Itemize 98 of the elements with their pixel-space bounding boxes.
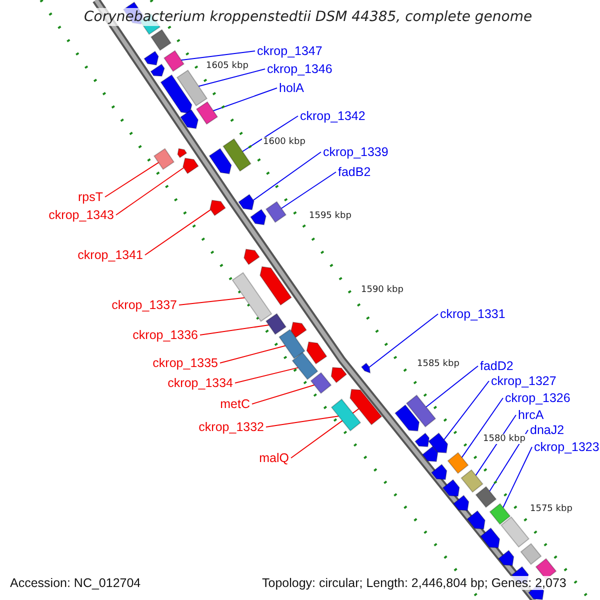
gene-block bbox=[177, 148, 188, 158]
gene-box bbox=[163, 50, 185, 72]
gene-block bbox=[442, 478, 460, 497]
gene-box bbox=[196, 101, 218, 125]
gene-box bbox=[153, 148, 175, 170]
gene-block bbox=[250, 208, 266, 226]
scale-label: 1585 kbp bbox=[416, 359, 460, 369]
gene-block bbox=[428, 432, 448, 454]
gene-label: ckrop_1342 bbox=[300, 109, 366, 123]
gene-label: ckrop_1339 bbox=[323, 145, 388, 159]
scale-label: 1580 kbp bbox=[482, 434, 526, 444]
title: Corynebacterium kroppenstedtii DSM 44385, complete genome bbox=[84, 8, 532, 26]
gene-box bbox=[292, 352, 318, 380]
gene-block bbox=[452, 494, 470, 511]
leader-line bbox=[252, 384, 315, 404]
gene-box bbox=[232, 272, 272, 322]
scale-label: 1575 kbp bbox=[529, 504, 574, 514]
gene-box bbox=[265, 313, 287, 335]
gene-label: fadB2 bbox=[338, 165, 371, 179]
gene-block bbox=[144, 50, 159, 66]
leader-line bbox=[198, 68, 266, 87]
gene-block bbox=[414, 432, 430, 448]
gene-box bbox=[406, 394, 436, 428]
gene-box bbox=[176, 70, 208, 106]
gene-box bbox=[447, 452, 469, 474]
leader-line bbox=[220, 345, 286, 364]
leader-line bbox=[116, 167, 184, 216]
gene-block bbox=[150, 64, 165, 77]
gene-block bbox=[330, 367, 348, 384]
gene-block bbox=[182, 158, 199, 174]
scale-label: 1595 kbp bbox=[308, 211, 352, 221]
gene-label: ckrop_1331 bbox=[440, 307, 506, 321]
gene-label: fadD2 bbox=[480, 359, 514, 373]
gene-label: ckrop_1341 bbox=[78, 248, 143, 262]
gene-label: ckrop_1343 bbox=[48, 208, 114, 222]
gene-box bbox=[150, 29, 172, 51]
scale-label: 1605 kbp bbox=[205, 61, 250, 71]
gene-block bbox=[160, 74, 192, 114]
gene-label: ckrop_1332 bbox=[198, 420, 264, 434]
gene-label: ckrop_1326 bbox=[505, 391, 570, 405]
gene-block bbox=[290, 322, 308, 338]
gene-label: ckrop_1346 bbox=[267, 62, 332, 76]
gene-box bbox=[475, 486, 497, 508]
gene-label: metC bbox=[220, 397, 250, 411]
leader-line bbox=[234, 367, 299, 384]
leader-line bbox=[266, 416, 340, 428]
gene-label: ckrop_1323 bbox=[534, 440, 600, 454]
leader-line bbox=[144, 209, 212, 256]
leader-line bbox=[461, 398, 504, 458]
gene-label: ckrop_1334 bbox=[168, 376, 233, 390]
gene-block bbox=[260, 266, 292, 306]
leader-line bbox=[252, 152, 322, 201]
gene-label: hrcA bbox=[518, 408, 544, 422]
leader-line bbox=[200, 324, 270, 336]
genome-info-text: Topology: circular; Length: 2,446,804 bp; Genes: 2,073 bbox=[262, 576, 566, 590]
gene-label: ckrop_1347 bbox=[257, 44, 322, 58]
gene-label: dnaJ2 bbox=[530, 423, 564, 437]
gene-box bbox=[310, 372, 332, 394]
gene-label: rpsT bbox=[78, 190, 103, 204]
gene-block bbox=[210, 200, 226, 216]
gene-block bbox=[238, 194, 254, 210]
gene-label: ckrop_1336 bbox=[132, 328, 198, 342]
gene-block bbox=[360, 362, 371, 374]
gene-box bbox=[222, 138, 252, 172]
leader-line bbox=[180, 50, 256, 61]
gene-label: ckrop_1337 bbox=[112, 298, 177, 312]
gene-block bbox=[350, 388, 382, 426]
gene-block bbox=[180, 109, 199, 130]
gene-block bbox=[466, 510, 486, 530]
scale-label: 1600 kbp bbox=[262, 137, 306, 147]
gene-box bbox=[500, 516, 530, 548]
leader-line bbox=[444, 380, 490, 440]
gene-box bbox=[278, 328, 306, 360]
leader-line bbox=[368, 314, 438, 368]
gene-block bbox=[394, 404, 420, 432]
gene-block bbox=[422, 446, 438, 462]
accession-text: Accession: NC_012704 bbox=[10, 576, 141, 590]
gene-box bbox=[520, 542, 542, 566]
leader-line bbox=[502, 446, 532, 508]
gene-box bbox=[460, 469, 484, 493]
leader-line bbox=[104, 162, 160, 198]
gene-box bbox=[489, 502, 511, 526]
leader-line bbox=[178, 297, 246, 306]
leader-line bbox=[280, 172, 336, 209]
gene-box bbox=[265, 201, 287, 223]
leader-line bbox=[242, 116, 298, 152]
gene-label: ckrop_1327 bbox=[491, 374, 556, 388]
gene-label: malQ bbox=[259, 451, 289, 465]
leader-line bbox=[212, 88, 278, 112]
gene-box bbox=[330, 398, 362, 432]
gene-label: holA bbox=[279, 81, 304, 95]
gene-block bbox=[244, 248, 260, 266]
gene-label: ckrop_1335 bbox=[152, 356, 218, 370]
leader-line bbox=[426, 366, 478, 408]
gene-block bbox=[430, 464, 448, 480]
gene-block bbox=[306, 341, 328, 364]
scale-label: 1590 kbp bbox=[360, 285, 404, 295]
gene-block bbox=[208, 148, 232, 174]
